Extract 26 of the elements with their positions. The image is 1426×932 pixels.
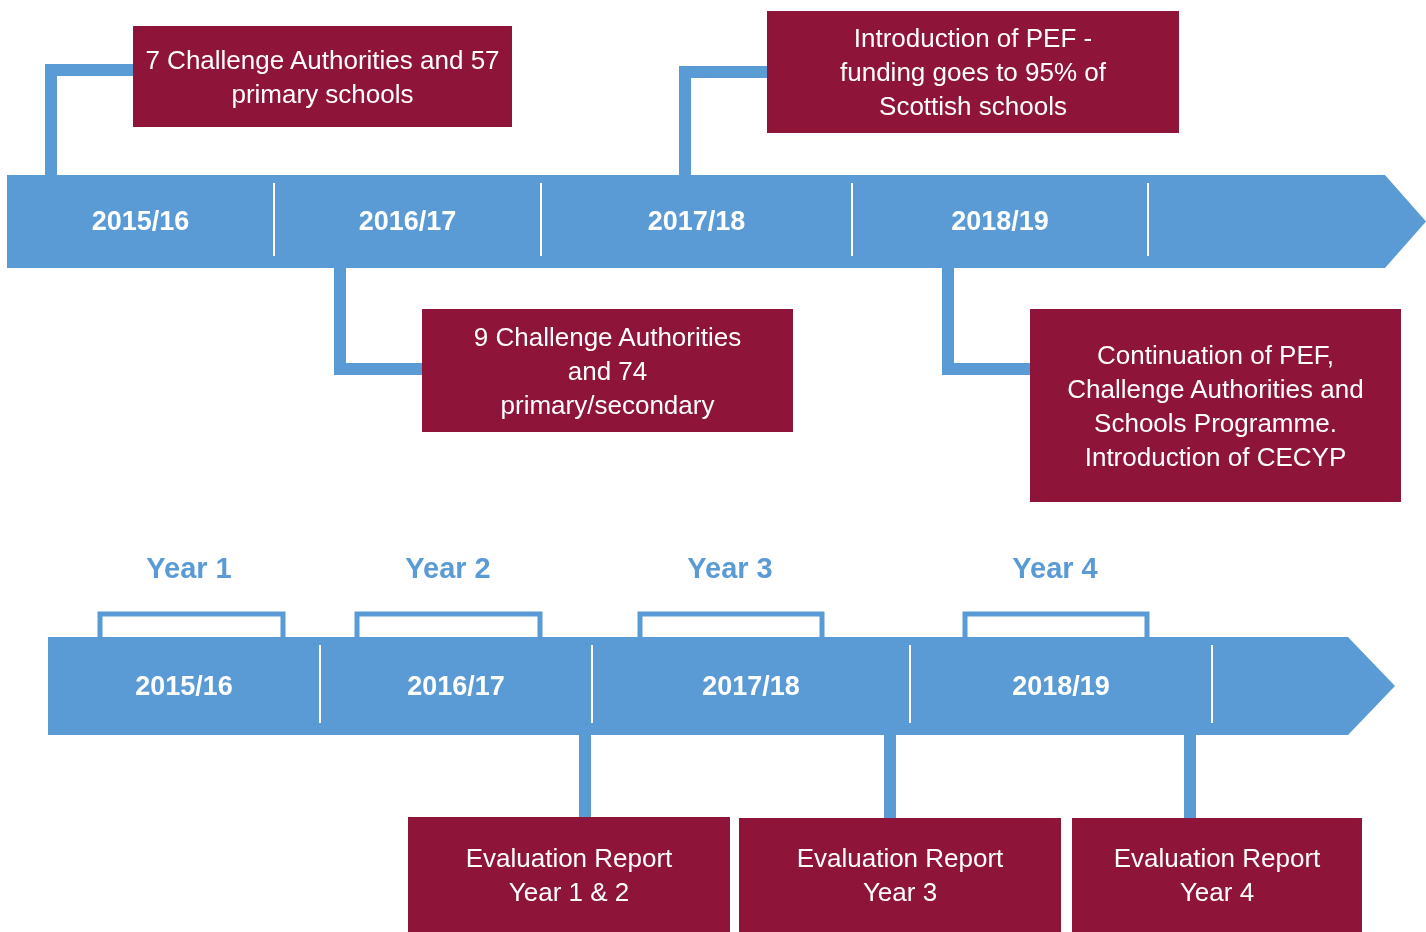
year-label: 2018/19 xyxy=(852,175,1148,268)
callout-box: Evaluation Report Year 3 xyxy=(739,818,1061,932)
callout-box: Continuation of PEF, Challenge Authorities and Schools Programme. Introduction of CECYP xyxy=(1030,309,1401,502)
connector-line xyxy=(334,268,422,375)
year-label: 2017/18 xyxy=(592,637,910,735)
year-label: 2018/19 xyxy=(910,637,1212,735)
connector-line xyxy=(1184,735,1196,818)
callout-box: Introduction of PEF - funding goes to 95% of Scottish schools xyxy=(767,11,1179,133)
year-heading: Year 4 xyxy=(1012,552,1098,585)
year-label: 2015/16 xyxy=(7,175,274,268)
year-label: 2016/17 xyxy=(320,637,592,735)
callout-box: 7 Challenge Authorities and 57 primary schools xyxy=(133,26,512,127)
year-heading: Year 2 xyxy=(405,552,491,585)
year-heading: Year 1 xyxy=(146,552,232,585)
callout-box: Evaluation Report Year 1 & 2 xyxy=(408,817,730,932)
year-label: 2015/16 xyxy=(48,637,320,735)
connector-line xyxy=(679,66,767,175)
year-label: 2016/17 xyxy=(274,175,541,268)
connector-line xyxy=(884,735,896,818)
year-heading: Year 3 xyxy=(687,552,773,585)
callout-box: 9 Challenge Authorities and 74 primary/secondary xyxy=(422,309,793,432)
connector-line xyxy=(579,735,591,817)
connector-line xyxy=(45,64,133,175)
year-label: 2017/18 xyxy=(541,175,852,268)
callout-box: Evaluation Report Year 4 xyxy=(1072,818,1362,932)
connector-line xyxy=(942,268,1030,375)
